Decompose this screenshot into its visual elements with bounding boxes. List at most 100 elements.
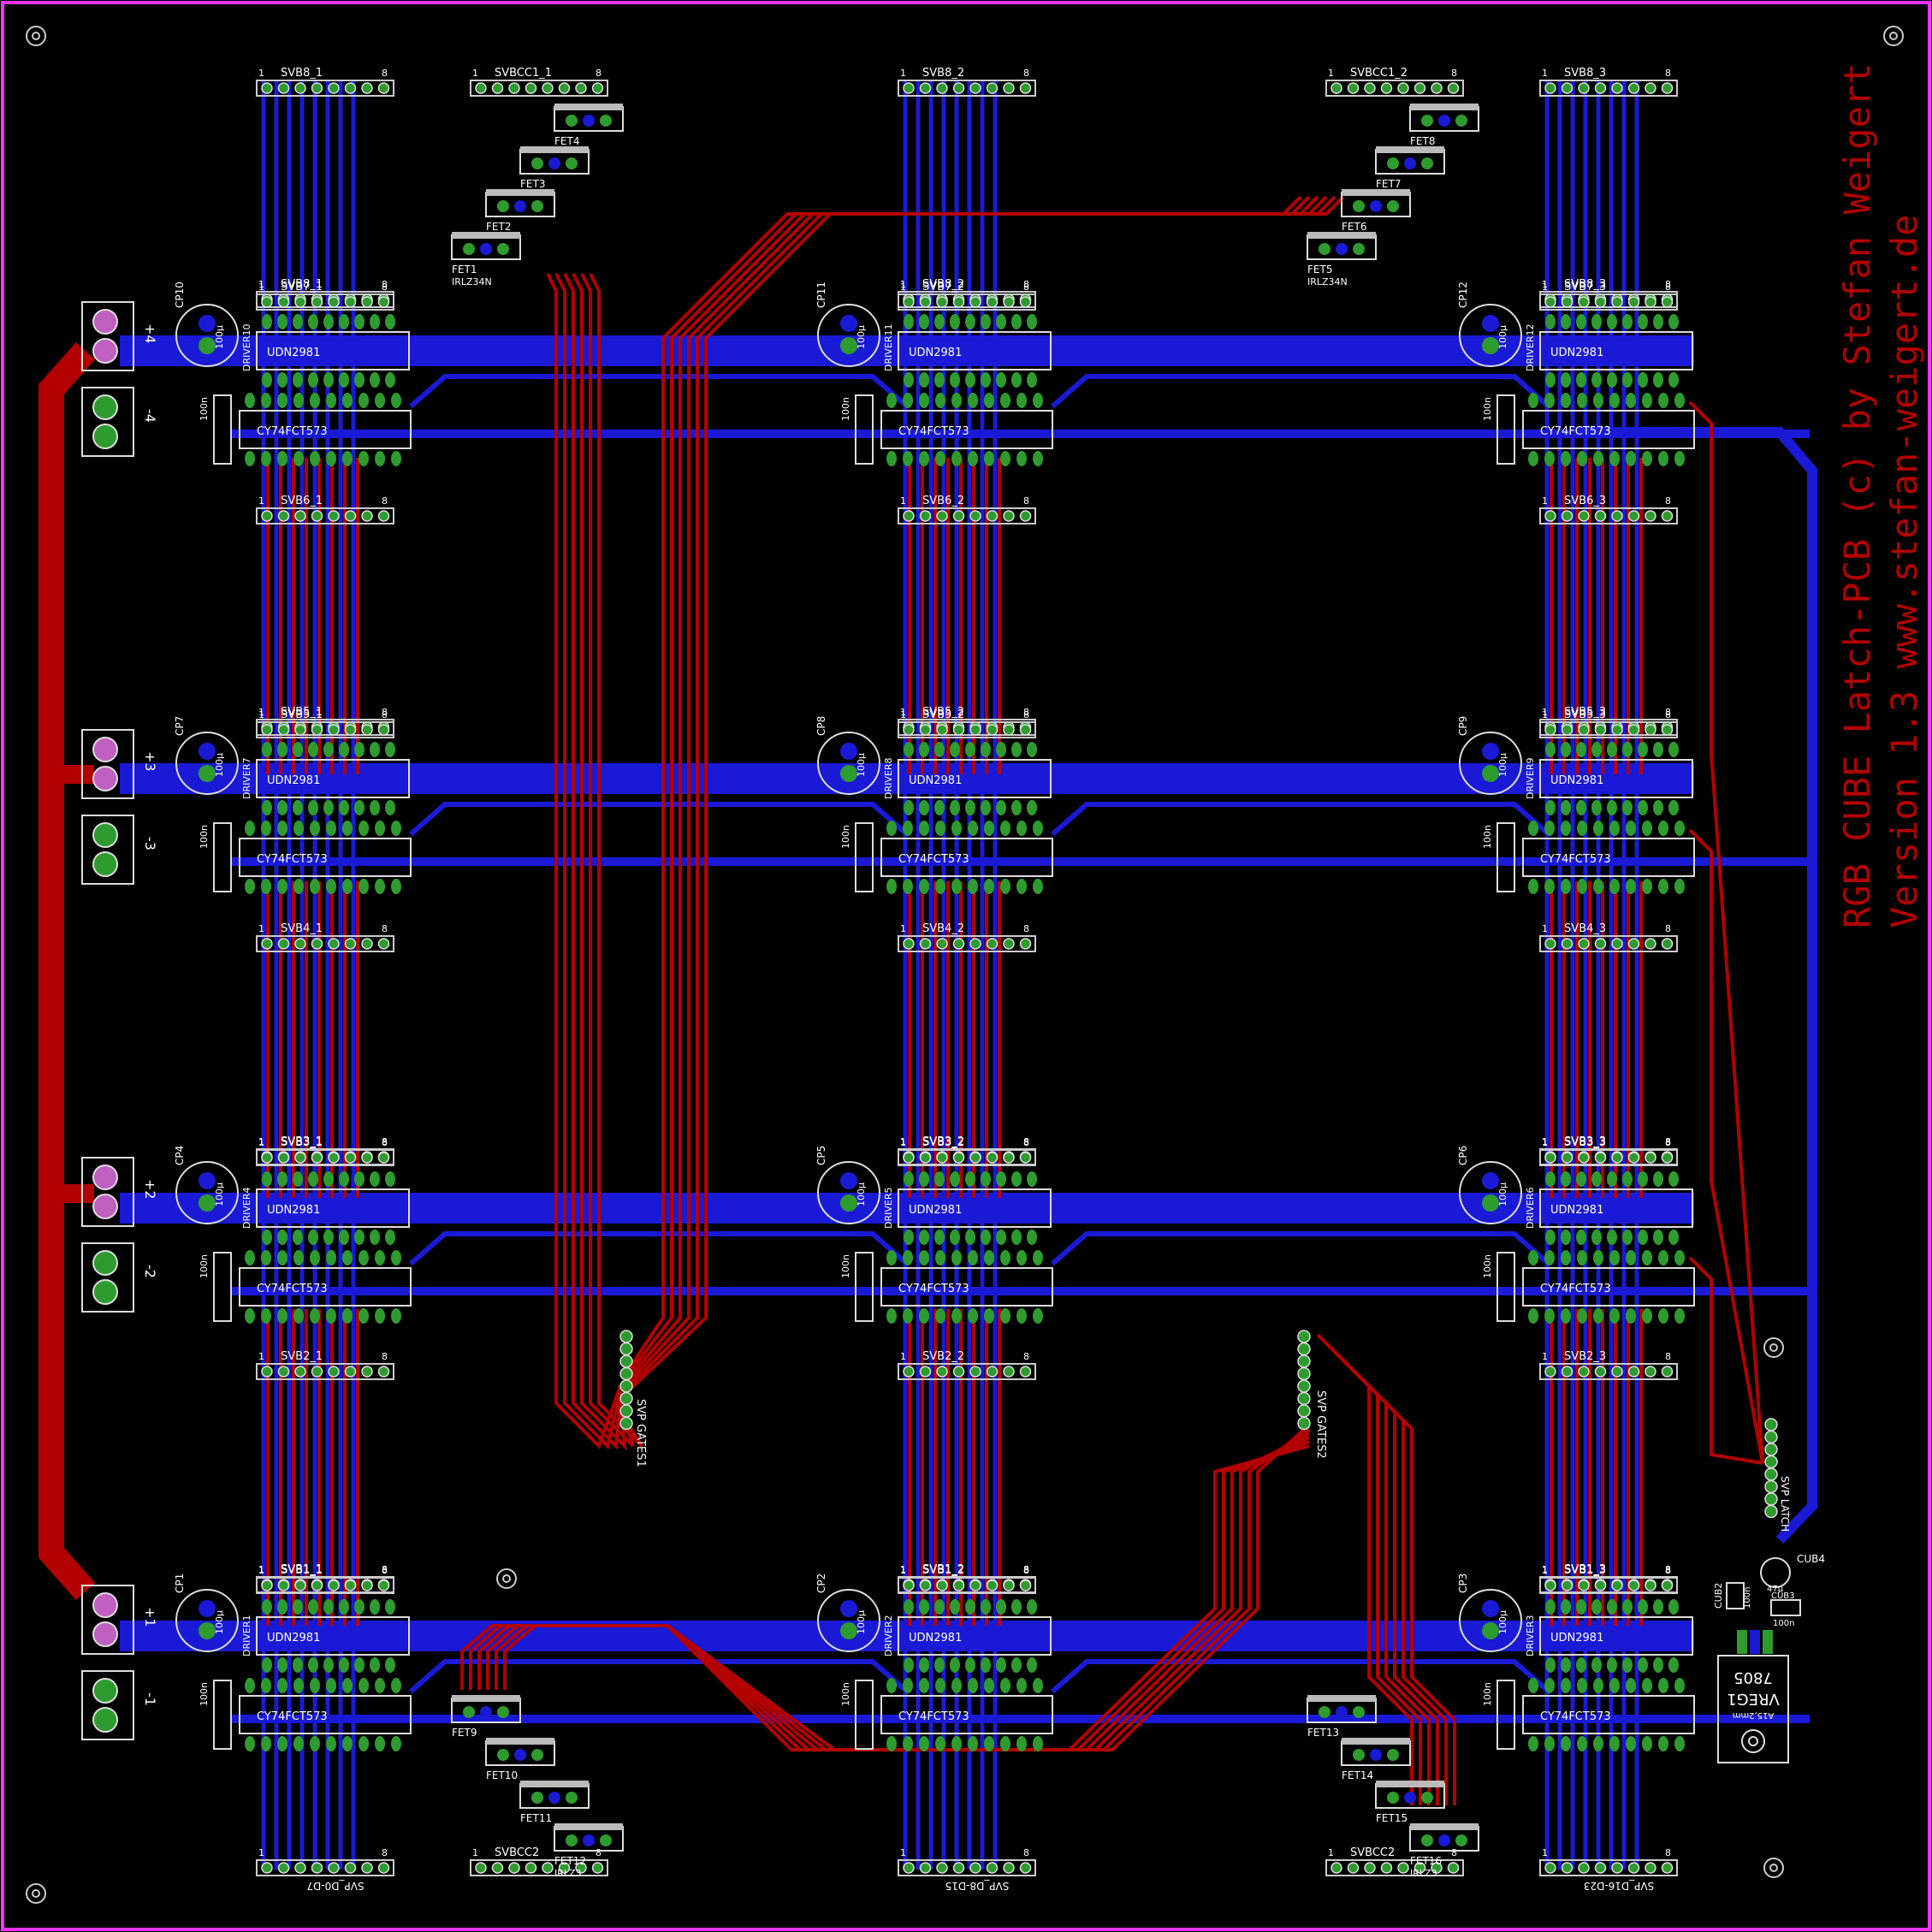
pin-pad: [1611, 938, 1623, 950]
pin-pad: [344, 1862, 357, 1874]
pin-pad: [277, 938, 290, 950]
c-value: 100n: [199, 825, 210, 849]
latch-rail: [231, 857, 1810, 866]
regulator-note: A15,2mm: [1733, 1710, 1775, 1720]
pin-pad: [1594, 510, 1607, 522]
c-value: 100n: [1482, 397, 1493, 421]
pin-pad: [1645, 1366, 1656, 1378]
pin-pad: [1645, 938, 1656, 950]
pin-pad: [1413, 1862, 1426, 1874]
pin-pad: [311, 510, 323, 522]
power-terminal-minus-1: -1: [81, 1670, 158, 1740]
driver-ref: DRIVER10: [241, 324, 252, 371]
pin-pad: [377, 1366, 390, 1378]
latch-link: [409, 1231, 909, 1266]
pin-pad: [619, 1404, 633, 1418]
pin-pad: [311, 724, 323, 736]
driver-ref: DRIVER12: [1525, 324, 1536, 371]
voltage-regulator: 7805 VREG1 A15,2mm: [1717, 1630, 1789, 1763]
pin-last-mark: 8: [1023, 1847, 1029, 1858]
latch-chip: [1522, 1267, 1695, 1307]
cub4-label: CUB4: [1797, 1553, 1825, 1565]
pin-pad: [1594, 1862, 1607, 1874]
pin-pad: [919, 82, 932, 94]
board-title-line2: Version 1.3 www.stefan-weigert.de: [1883, 215, 1925, 928]
pin-last-mark: 8: [1451, 68, 1457, 79]
pin-pad: [261, 1366, 273, 1378]
latch-feed-trace: [1688, 400, 1764, 1464]
terminal-label: -1: [142, 1692, 158, 1706]
pin-pad: [936, 296, 948, 308]
pin-last-mark: 8: [1023, 1136, 1029, 1147]
pin-pad: [294, 510, 306, 522]
header-label: SVB8_1: [281, 278, 323, 291]
electrolytic-capacitor: [1459, 1589, 1522, 1652]
pin-pad: [1561, 1579, 1573, 1591]
pin-pad: [986, 724, 999, 736]
pin-pad: [1594, 1579, 1607, 1591]
pin-pad: [344, 510, 357, 522]
pin-pad: [936, 82, 948, 94]
pin-pad: [1764, 1504, 1778, 1519]
pin-first-mark: 1: [900, 279, 906, 290]
regulator-mount-hole: [1741, 1729, 1765, 1753]
pin-pad: [277, 1579, 290, 1591]
electrolytic-capacitor: [175, 1161, 239, 1224]
pin-last-mark: 8: [1665, 1136, 1671, 1147]
gate-header-left: SVP GATES1: [619, 1330, 647, 1467]
pin-pad: [1297, 1404, 1311, 1418]
pin-first-mark: 1: [1542, 495, 1548, 507]
pin-pad: [1561, 938, 1573, 950]
pin-pad: [377, 1862, 390, 1874]
pin-pad: [361, 938, 373, 950]
pin-pad: [903, 82, 915, 94]
pin-first-mark: 1: [900, 495, 906, 507]
latch-link: [1051, 1231, 1550, 1266]
pin-pad: [1297, 1354, 1311, 1368]
header-label: SVB3_2: [922, 1135, 964, 1148]
header-label: SVB8_2: [922, 278, 964, 291]
pin-pad: [969, 1366, 981, 1378]
pin-pad: [328, 938, 340, 950]
latch-rail: [231, 1287, 1810, 1295]
pin-first-mark: 1: [900, 1565, 906, 1576]
pin-pad: [986, 1152, 999, 1164]
power-terminal-minus-4: -4: [81, 387, 158, 457]
latch-feed-trace: [1688, 1256, 1763, 1465]
pin-pad: [361, 1152, 373, 1164]
pin-last-mark: 8: [1665, 1137, 1671, 1148]
pin-last-mark: 8: [1023, 282, 1029, 293]
pin-pad: [1347, 82, 1360, 94]
regulator-part: 7805: [1733, 1668, 1773, 1686]
pin-pad: [903, 296, 915, 308]
pin-pad: [919, 1152, 932, 1164]
latch-link: [409, 1659, 909, 1694]
pin-last-mark: 8: [596, 1847, 602, 1858]
pin-pad: [294, 938, 306, 950]
pin-pad: [1645, 510, 1656, 522]
pin-pad: [1431, 82, 1443, 94]
cap-ref: CP4: [174, 1146, 186, 1165]
pin-pad: [952, 296, 965, 308]
ceramic-capacitor: [213, 822, 232, 892]
pin-pad: [491, 82, 504, 94]
pin-pad: [1364, 1862, 1376, 1874]
gate-trace: [1359, 1376, 1456, 1805]
pin-pad: [1019, 1366, 1032, 1378]
pin-pad: [1661, 1862, 1674, 1874]
pin-first-mark: 1: [472, 1847, 478, 1858]
latch-chip: [239, 410, 412, 449]
cub3-value: 100n: [1773, 1619, 1794, 1628]
pin-last-mark: 8: [1665, 1847, 1671, 1858]
pin-last-mark: 8: [382, 282, 388, 293]
pin-pad: [1397, 82, 1409, 94]
pin-last-mark: 8: [382, 1564, 388, 1575]
cap-value: 100µ: [856, 325, 867, 349]
header-label: SVB5_2: [922, 708, 964, 721]
